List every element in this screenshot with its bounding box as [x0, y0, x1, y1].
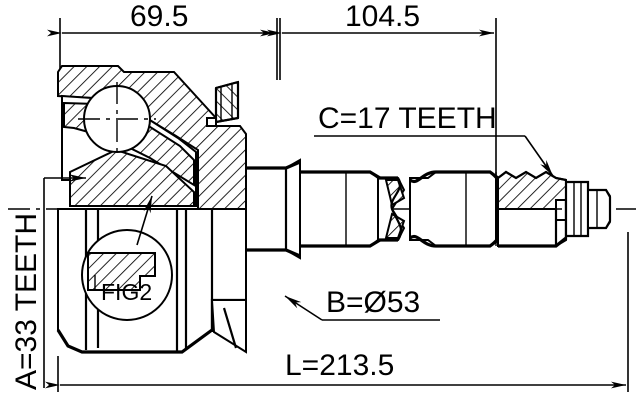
- dimension-69-5: [47, 18, 278, 80]
- dimension-104-5-text: 104.5: [345, 0, 420, 33]
- label-b-diameter: B=Ø53: [284, 286, 440, 321]
- c-teeth-text: C=17 TEETH: [318, 102, 497, 135]
- overall-length-text: L=213.5: [285, 349, 394, 382]
- label-a-33-teeth: A=33 TEETH: [10, 174, 86, 390]
- a-teeth-text: A=33 TEETH: [10, 213, 43, 390]
- fig2-detail-circle: FIG2: [81, 195, 173, 321]
- dimension-overall-length: L=213.5: [45, 232, 629, 392]
- drive-shaft: [245, 158, 499, 260]
- dimension-69-5-text: 69.5: [130, 0, 188, 33]
- label-c-17-teeth: C=17 TEETH: [314, 102, 554, 177]
- splined-shaft-end: [497, 170, 612, 248]
- cv-joint-outer-body: [57, 65, 247, 210]
- dimension-104-5: [267, 18, 497, 186]
- fig2-label: FIG2: [101, 279, 152, 305]
- b-diameter-text: B=Ø53: [326, 286, 420, 319]
